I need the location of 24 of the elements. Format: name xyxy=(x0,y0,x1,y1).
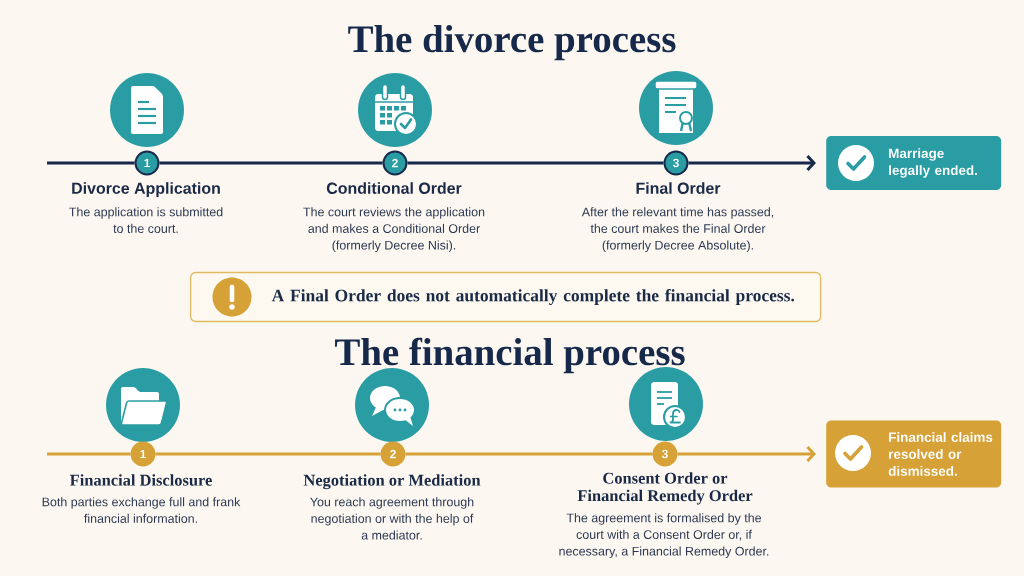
step-description: Both parties exchange full and frank financial information. xyxy=(42,497,241,523)
timeline-line xyxy=(405,452,653,456)
outcome-box: Financial claims resolved or dismissed. xyxy=(826,420,1002,488)
step-title: Conditional Order xyxy=(326,182,462,194)
timeline-line xyxy=(47,452,131,456)
timeline-line xyxy=(159,161,383,165)
title: The divorce process xyxy=(348,25,676,61)
step-description: The agreement is formalised by the court with a Consent Order or, if necessary, a Financial Remedy Order. xyxy=(559,513,769,559)
step-title: Final Order xyxy=(636,182,721,194)
section-heading: The financial process xyxy=(335,337,685,374)
warning-box: A Final Order does not automatically complete the financial process. xyxy=(190,271,822,323)
timeline-line xyxy=(407,161,664,165)
step-description: The application is submitted to the court. xyxy=(69,207,223,233)
step-description: You reach agreement through negotiation or with the help of a mediator. xyxy=(310,497,474,540)
timeline-line xyxy=(155,452,381,456)
step-title: Negotiation or Mediation xyxy=(303,474,481,490)
step-title: Divorce Application xyxy=(72,182,220,198)
step-title: Financial Disclosure xyxy=(70,474,212,486)
arrow xyxy=(688,154,816,171)
timeline-line xyxy=(47,161,135,165)
arrow xyxy=(677,445,816,462)
step-description: The court reviews the application and makes a Conditional Order (formerly Decree Nisi). xyxy=(303,207,485,253)
step-description: After the relevant time has passed, the court makes the Final Order (formerly Decree Absolute). xyxy=(581,207,774,253)
step-title: Consent Order or Financial Remedy Order xyxy=(577,472,753,505)
